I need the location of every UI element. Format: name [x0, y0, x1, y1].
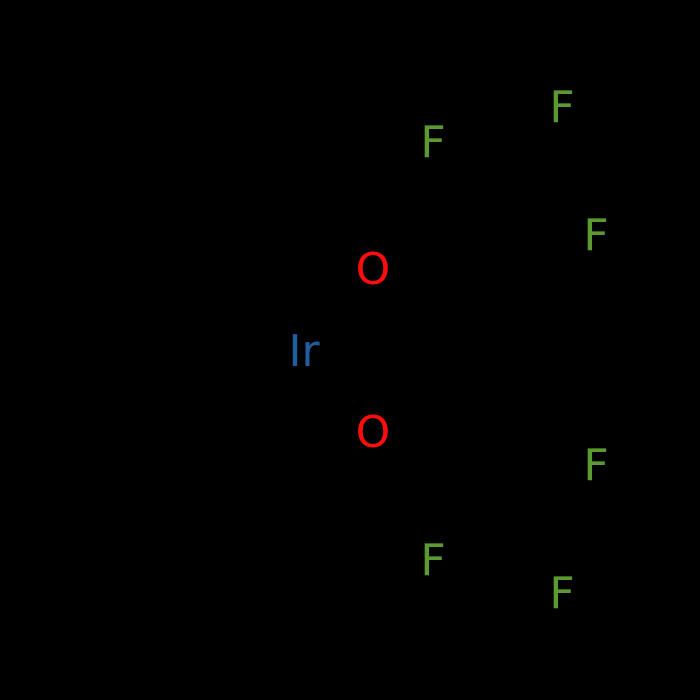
atom-label-ir: Ir	[288, 326, 320, 377]
atom-label-f: F	[549, 568, 575, 619]
atom-label-f: F	[420, 535, 446, 586]
atom-label-f: F	[420, 117, 446, 168]
atom-label-f: F	[549, 82, 575, 133]
atom-label-f: F	[583, 440, 609, 491]
atom-label-o: O	[355, 407, 391, 458]
atom-label-o: O	[355, 244, 391, 295]
atom-label-f: F	[583, 210, 609, 261]
